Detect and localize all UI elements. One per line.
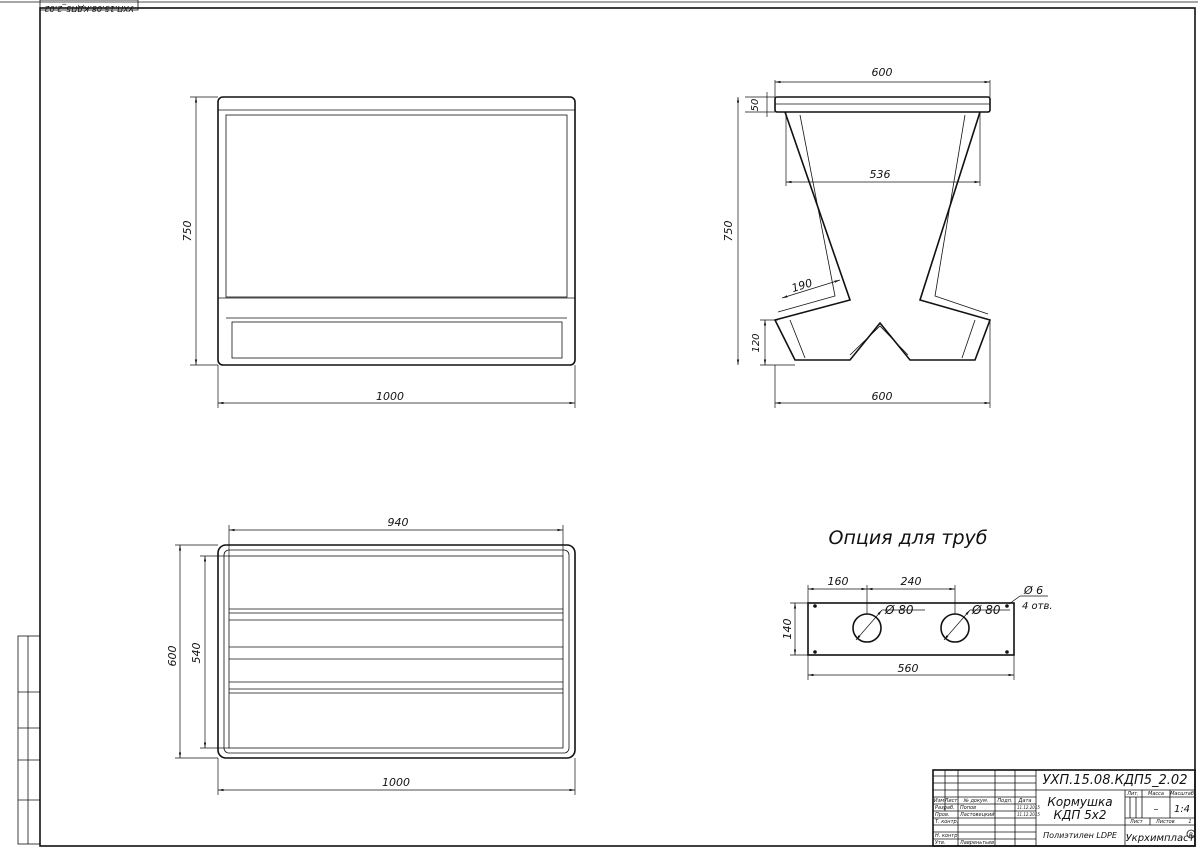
role-checker: Пров. xyxy=(935,812,950,818)
scale-label: Масштаб xyxy=(1170,791,1194,797)
scale-value: 1:4 xyxy=(1174,804,1190,815)
front-width-dim: 1000 xyxy=(376,390,404,403)
front-height-dim: 750 xyxy=(181,221,194,242)
side-inner-width-dim: 536 xyxy=(870,168,891,181)
sheet-label: Лист xyxy=(1129,819,1144,825)
company-name: Укрхимпласт xyxy=(1126,833,1196,844)
sheets-label: Листов xyxy=(1155,819,1175,825)
role-designer: Разраб. xyxy=(935,805,955,811)
pipe-dia-dim-2: Ø 80 xyxy=(971,603,1001,617)
hole-dia-label: Ø 6 xyxy=(1023,584,1043,597)
col-header-date: Дата xyxy=(1018,798,1032,804)
date-checker: 11.12.2015 xyxy=(1017,812,1040,817)
pipe-offset-dim: 160 xyxy=(828,575,849,588)
registered-mark: R xyxy=(1189,832,1193,839)
role-norm-control: Н. контр. xyxy=(935,833,959,839)
col-header-sign: Подп. xyxy=(997,798,1012,804)
side-leg-length-dim: 190 xyxy=(790,276,814,295)
pipe-height-dim: 140 xyxy=(781,619,794,640)
name-checker: Ластовецкий xyxy=(959,812,995,818)
stamp-code: УХП.15.08.КДП5_2.02 xyxy=(44,4,133,13)
side-view: 600 50 536 750 190 120 600 xyxy=(722,66,992,408)
col-header-izm: Изм xyxy=(934,798,944,804)
top-outer-height-dim: 600 xyxy=(166,646,179,667)
hole-count-label: 4 отв. xyxy=(1022,601,1053,612)
name-designer: Попов xyxy=(960,805,976,811)
pipe-width-dim: 560 xyxy=(898,662,919,675)
top-outer-width-dim: 1000 xyxy=(382,776,410,789)
col-header-doc: № докум. xyxy=(963,798,989,804)
title-block: УХП.15.08.КДП5_2.02 Кормушка КДП 5х2 Пол… xyxy=(932,769,1196,847)
mass-value: – xyxy=(1154,804,1159,815)
side-base-width-dim: 600 xyxy=(872,390,893,403)
date-designer: 11.12.2015 xyxy=(1017,805,1040,810)
pipe-dia-dim-1: Ø 80 xyxy=(884,603,914,617)
drawing-code: УХП.15.08.КДП5_2.02 xyxy=(1043,773,1188,788)
part-name-line1: Кормушка xyxy=(1047,795,1112,809)
top-inner-width-dim: 940 xyxy=(388,516,409,529)
mass-label: Масса xyxy=(1148,791,1164,797)
side-base-height-dim: 120 xyxy=(751,333,762,352)
role-tech-control: Т. контр. xyxy=(935,819,958,825)
front-view: 750 1000 xyxy=(181,96,576,408)
side-height-dim: 750 xyxy=(722,221,735,242)
top-inner-height-dim: 540 xyxy=(190,643,203,664)
pipe-option: Опция для труб Ø 80 Ø 80 160 240 Ø 6 4 о… xyxy=(781,527,1053,680)
side-top-width-dim: 600 xyxy=(872,66,893,79)
part-name-line2: КДП 5х2 xyxy=(1053,808,1106,822)
side-top-thickness-dim: 50 xyxy=(750,99,761,112)
lit-label: Лит. xyxy=(1126,791,1139,797)
sheets-value: 1 xyxy=(1188,819,1191,825)
name-approver: Лавреньтьев xyxy=(959,840,994,846)
col-header-list: Лист xyxy=(944,798,959,804)
pipe-spacing-dim: 240 xyxy=(901,575,922,588)
pipe-option-title: Опция для труб xyxy=(829,527,988,549)
top-view: 940 600 540 1000 xyxy=(166,516,576,795)
role-approver: Утв. xyxy=(935,840,946,846)
material-label: Полиэтилен LDPE xyxy=(1043,831,1118,840)
